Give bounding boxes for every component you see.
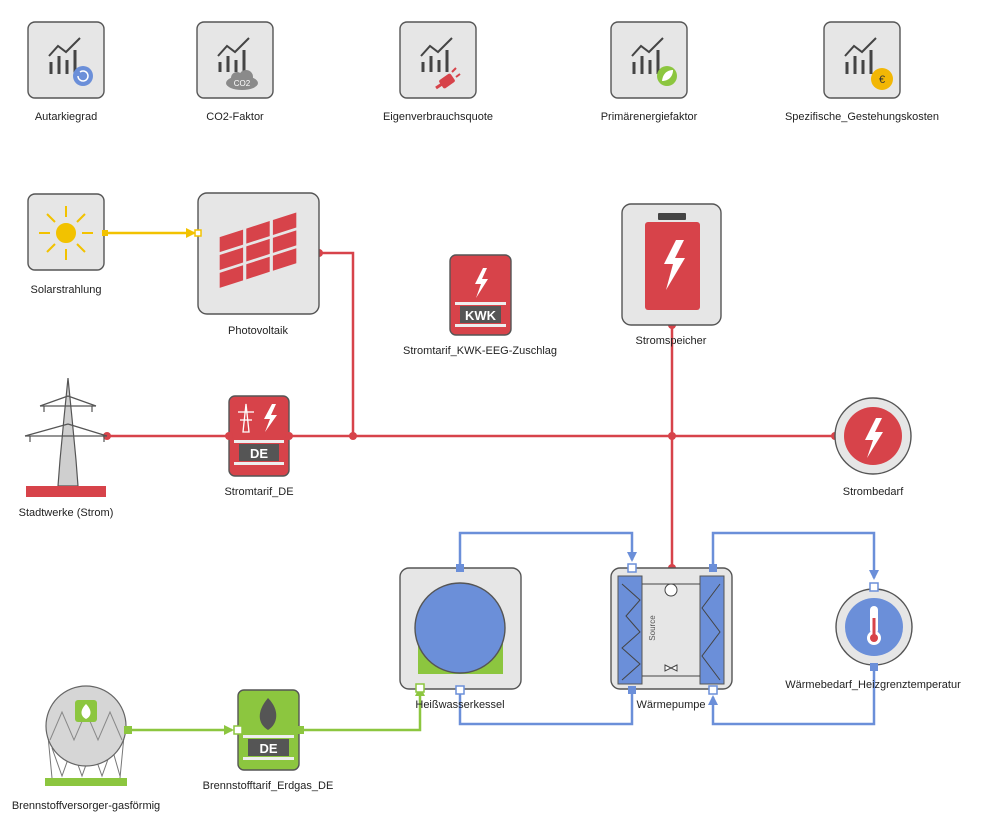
refresh-icon	[73, 66, 93, 86]
solar-port[interactable]	[102, 230, 108, 236]
photovoltaik-label: Photovoltaik	[228, 325, 288, 337]
stromtarif-de-label: Stromtarif_DE	[224, 486, 294, 498]
stadtwerke-node[interactable]	[24, 377, 108, 497]
gas-tariff-badge: DE	[259, 741, 277, 756]
solarstrahlung-node[interactable]	[27, 193, 108, 271]
flame-icon	[259, 698, 277, 730]
chart-icon	[420, 37, 453, 72]
brennstoffversorger-node[interactable]	[45, 685, 132, 786]
flame-icon	[81, 704, 91, 719]
heat-flow-lines	[458, 531, 879, 726]
chart-icon	[844, 37, 877, 74]
kpi-label-eigenverbrauchsquote: Eigenverbrauchsquote	[382, 111, 494, 123]
waermebedarf-node[interactable]	[835, 582, 913, 671]
sun-icon	[39, 206, 93, 260]
leaf-icon	[657, 66, 677, 86]
chart-icon	[217, 37, 250, 72]
heatpump-schematic	[621, 583, 721, 681]
kpi-tile-autarkiegrad[interactable]	[27, 21, 105, 99]
lightning-icon	[475, 268, 488, 298]
kpi-label-gestehungskosten: Spezifische_Gestehungskosten	[784, 111, 940, 123]
stromtarif-kwk-node[interactable]: KWK	[449, 254, 512, 336]
heisswasserkessel-label: Heißwasserkessel	[415, 699, 505, 711]
kpi-tile-primaerenergiefaktor[interactable]	[610, 21, 688, 99]
stromspeicher-node[interactable]	[621, 203, 722, 326]
kwk-badge: KWK	[465, 308, 497, 323]
brennstofftarif-node[interactable]: DE	[233, 689, 304, 771]
kpi-tile-co2-faktor[interactable]: CO2	[196, 21, 274, 99]
waermepumpe-label: Wärmepumpe	[636, 699, 706, 711]
strombedarf-label: Strombedarf	[842, 486, 904, 498]
lightning-icon	[865, 418, 883, 458]
kpi-label-primaerenergiefaktor: Primärenergiefaktor	[600, 111, 698, 123]
heisswasserkessel-node[interactable]	[399, 564, 522, 695]
co2-badge-text: CO2	[234, 79, 251, 88]
kwk-label: Stromtarif_KWK-EEG-Zuschlag	[402, 345, 558, 357]
gas-flow-lines	[128, 686, 425, 735]
solarstrahlung-label: Solarstrahlung	[30, 284, 102, 296]
kpi-label-co2-faktor: CO2-Faktor	[206, 111, 264, 123]
euro-coin-icon: €	[871, 68, 893, 90]
waermebedarf-label: Wärmebedarf_Heizgrenztemperatur	[785, 679, 961, 691]
stromtarif-de-node[interactable]: DE	[225, 395, 293, 477]
tariff-de-badge: DE	[250, 446, 268, 461]
source-label: Source	[648, 615, 657, 641]
plug-icon	[435, 67, 461, 90]
battery-icon	[645, 213, 700, 310]
photovoltaik-node[interactable]	[194, 192, 320, 315]
brennstoffversorger-label: Brennstoffversorger-gasförmig	[11, 800, 161, 812]
co2-cloud-icon: CO2	[226, 70, 258, 90]
euro-badge-text: €	[879, 74, 885, 86]
kpi-tile-spezifische-gestehungskosten[interactable]: €	[823, 21, 901, 99]
stromspeicher-label: Stromspeicher	[635, 335, 707, 347]
pv-input-port[interactable]	[194, 229, 202, 237]
solar-panel-icon	[219, 212, 297, 288]
strombedarf-node[interactable]	[834, 397, 912, 475]
pylon-lightning-icon	[238, 403, 277, 433]
brennstofftarif-label: Brennstofftarif_Erdgas_DE	[202, 780, 334, 792]
stadtwerke-label: Stadtwerke (Strom)	[18, 507, 114, 519]
chart-icon	[631, 37, 664, 74]
kpi-tile-eigenverbrauchsquote[interactable]	[399, 21, 477, 99]
kpi-label-autarkiegrad: Autarkiegrad	[34, 111, 98, 123]
thermometer-icon	[867, 606, 881, 645]
waermepumpe-node[interactable]: Source	[610, 563, 733, 695]
power-pylon-icon	[24, 377, 108, 487]
